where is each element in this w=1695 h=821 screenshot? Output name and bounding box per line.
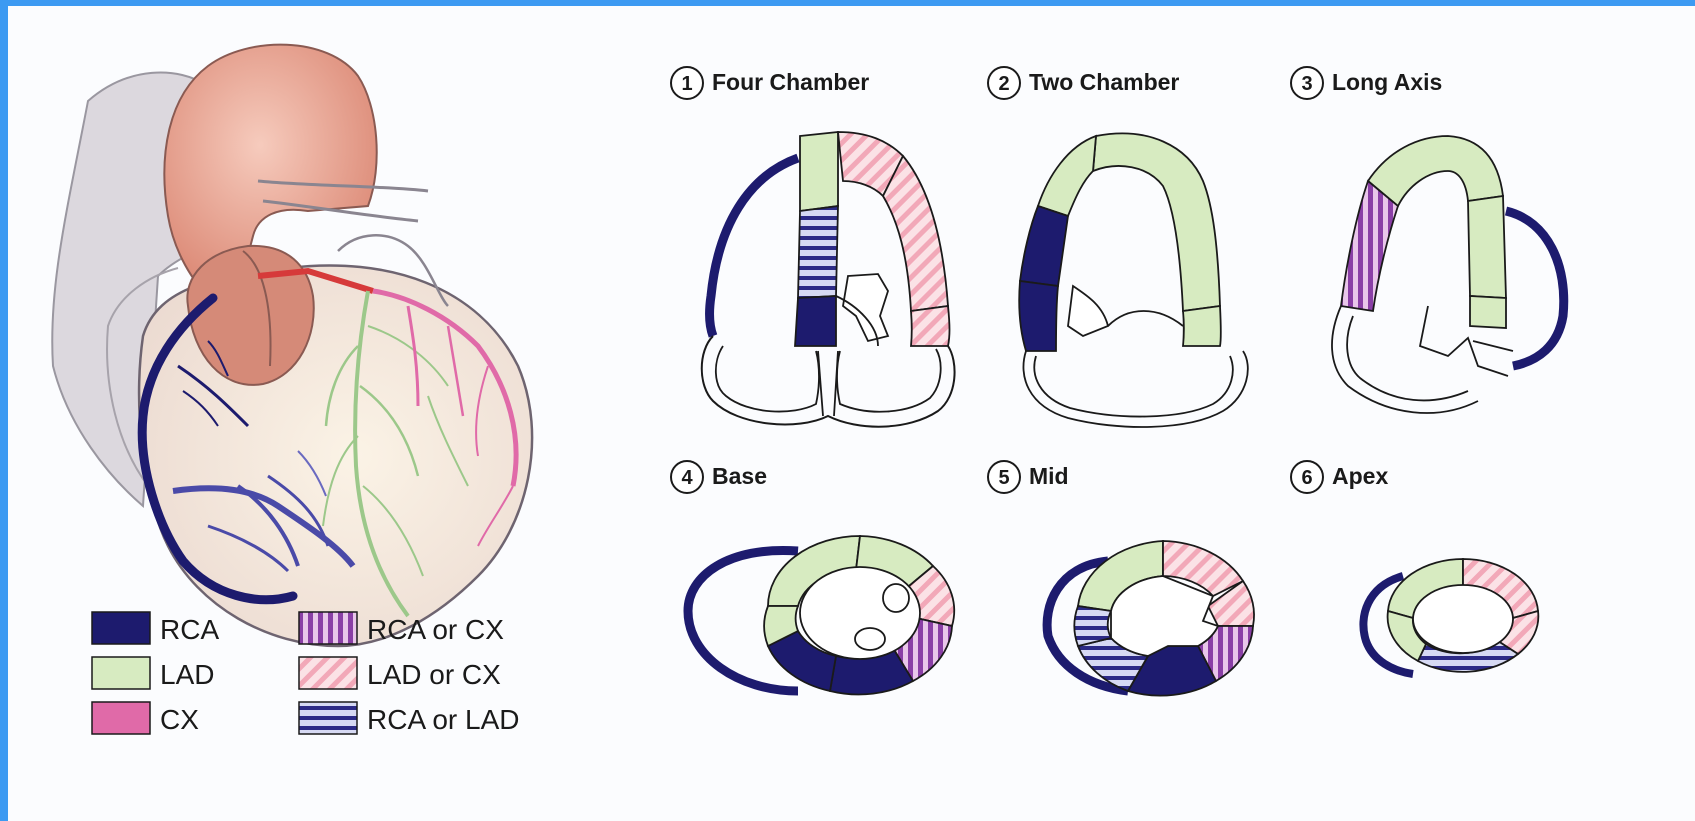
legend-label-rca-or-lad: RCA or LAD — [367, 704, 520, 735]
legend-swatch-rca-or-lad — [299, 702, 357, 734]
view-number: 1 — [681, 73, 692, 95]
view-number: 2 — [998, 73, 1009, 95]
legend-swatch-lad — [92, 657, 150, 689]
view-title-mid: Mid — [1029, 463, 1069, 489]
legend-label-lad-or-cx: LAD or CX — [367, 659, 501, 690]
view-title-long-axis: Long Axis — [1332, 69, 1442, 95]
legend: RCA LAD CX RCA or CX LAD or CX RCA or LA… — [92, 612, 520, 735]
legend-label-lad: LAD — [160, 659, 214, 690]
legend-label-rca: RCA — [160, 614, 219, 645]
mid-view — [1047, 541, 1254, 696]
heart-illustration — [52, 45, 532, 646]
legend-swatch-rca — [92, 612, 150, 644]
legend-label-cx: CX — [160, 704, 199, 735]
apex-view — [1363, 559, 1538, 674]
long-axis-view — [1332, 136, 1564, 413]
two-chamber-view — [1019, 133, 1248, 427]
legend-swatch-cx — [92, 702, 150, 734]
legend-swatch-rca-or-cx — [299, 612, 357, 644]
view-number: 4 — [681, 467, 693, 489]
legend-label-rca-or-cx: RCA or CX — [367, 614, 504, 645]
view-title-two-chamber: Two Chamber — [1029, 69, 1179, 95]
view-title-four-chamber: Four Chamber — [712, 69, 869, 95]
view-number: 5 — [998, 467, 1009, 489]
view-title-base: Base — [712, 463, 767, 489]
four-chamber-view — [702, 132, 955, 427]
coronary-territory-diagram: RCA LAD CX RCA or CX LAD or CX RCA or LA… — [8, 6, 1695, 821]
legend-swatch-lad-or-cx — [299, 657, 357, 689]
view-title-apex: Apex — [1332, 463, 1388, 489]
view-number: 6 — [1301, 467, 1312, 489]
view-number: 3 — [1301, 73, 1312, 95]
base-view — [688, 536, 954, 694]
